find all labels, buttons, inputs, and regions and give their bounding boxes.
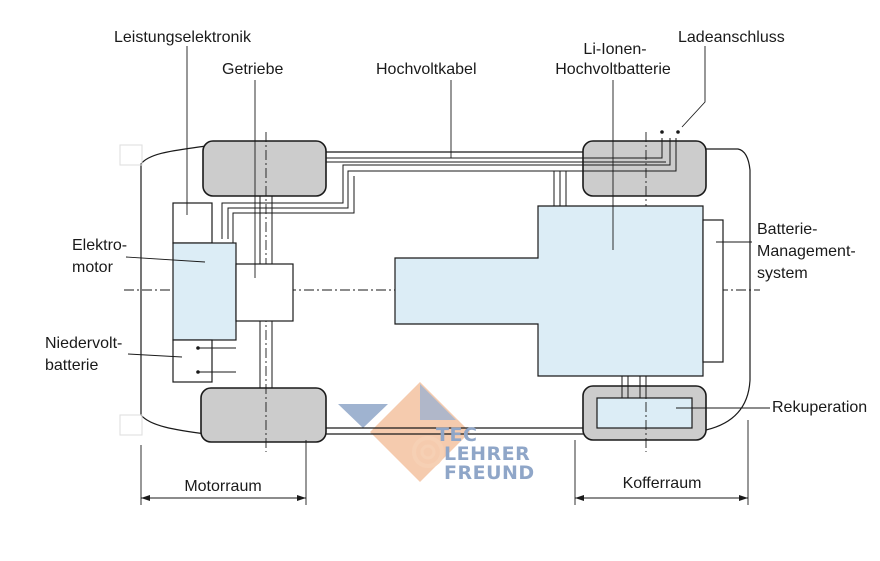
- hv-battery-body: [394, 205, 704, 377]
- drive-shafts: [259, 196, 647, 398]
- hv-cables: [221, 138, 677, 243]
- wheel-rear-left: [582, 140, 707, 197]
- bms-box: [702, 219, 724, 363]
- label-niedervolt: Niedervolt-: [45, 335, 123, 352]
- label-ladeanschluss: Ladeanschluss: [678, 29, 785, 46]
- label-management: Management-: [757, 243, 856, 260]
- label-batterie: batterie: [45, 357, 99, 374]
- label-elektro: Elektro-: [72, 237, 128, 254]
- dimension-arrows: [141, 495, 748, 501]
- dimension-lines: [140, 420, 749, 505]
- label-motorraum: Motorraum: [184, 478, 262, 495]
- watermark-text-freund: FREUND: [444, 462, 535, 484]
- label-system: system: [757, 265, 808, 282]
- label-rekuperation: Rekuperation: [772, 399, 868, 416]
- wheel-front-left: [202, 140, 327, 197]
- label-motor: motor: [72, 259, 113, 276]
- gearbox-box: [235, 263, 294, 322]
- label-getriebe: Getriebe: [222, 61, 284, 78]
- low-voltage-battery-box: [172, 339, 213, 383]
- watermark-text-lehrer: LEHRER: [444, 443, 531, 465]
- watermark-logo: [338, 382, 470, 482]
- leader-lines: [125, 46, 770, 409]
- label-kofferraum: Kofferraum: [622, 475, 702, 492]
- label-hochvoltkabel: Hochvoltkabel: [376, 61, 477, 78]
- label-batterie-management: Batterie-: [757, 221, 818, 238]
- electric-motor-box: [172, 242, 237, 341]
- label-leistungselektronik: Leistungselektronik: [114, 29, 251, 46]
- watermark-text-tec: TEC: [436, 424, 478, 446]
- label-li-ionen: Li-Ionen-: [583, 41, 647, 58]
- wheel-front-right: [200, 387, 327, 443]
- power-electronics-box: [172, 202, 213, 244]
- label-hochvoltbatterie: Hochvoltbatterie: [555, 61, 671, 78]
- recuperation-inner: [596, 397, 693, 429]
